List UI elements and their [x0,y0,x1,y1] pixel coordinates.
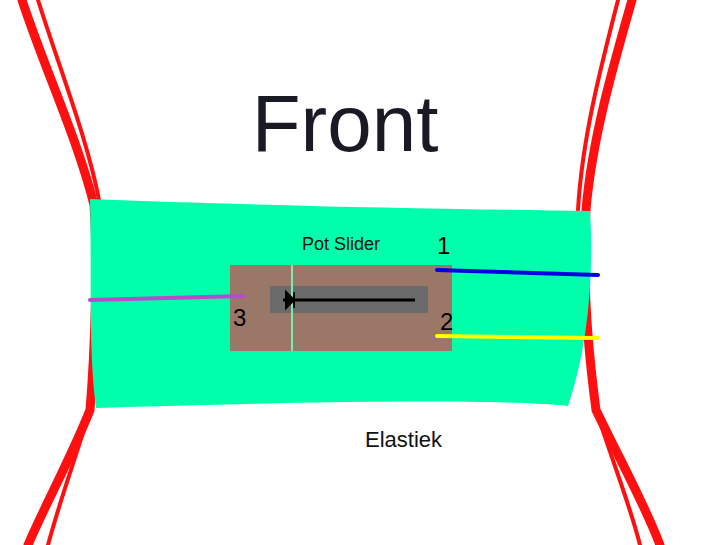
pin-number: 2 [440,309,453,335]
left-torso-line [38,0,100,205]
slider-line [283,299,415,302]
pin-number: 1 [437,233,450,259]
slider-seam [291,264,293,352]
torso-lines [22,0,660,545]
band-label: Elastiek [365,427,442,452]
slider-track [270,286,428,313]
pot-slider-body-fill [230,265,452,351]
left-torso-line [48,410,90,545]
slider-knob [286,292,294,308]
elastic-band-fill [90,199,591,408]
wire-3 [90,296,244,300]
left-torso-line [22,0,96,545]
title: Front [252,78,439,170]
part-name: Pot Slider [302,234,380,255]
wire-1 [437,270,598,275]
right-torso-line [578,0,618,210]
pin-number: 3 [233,305,246,331]
right-torso-line [596,410,640,545]
wire-2 [437,336,598,338]
